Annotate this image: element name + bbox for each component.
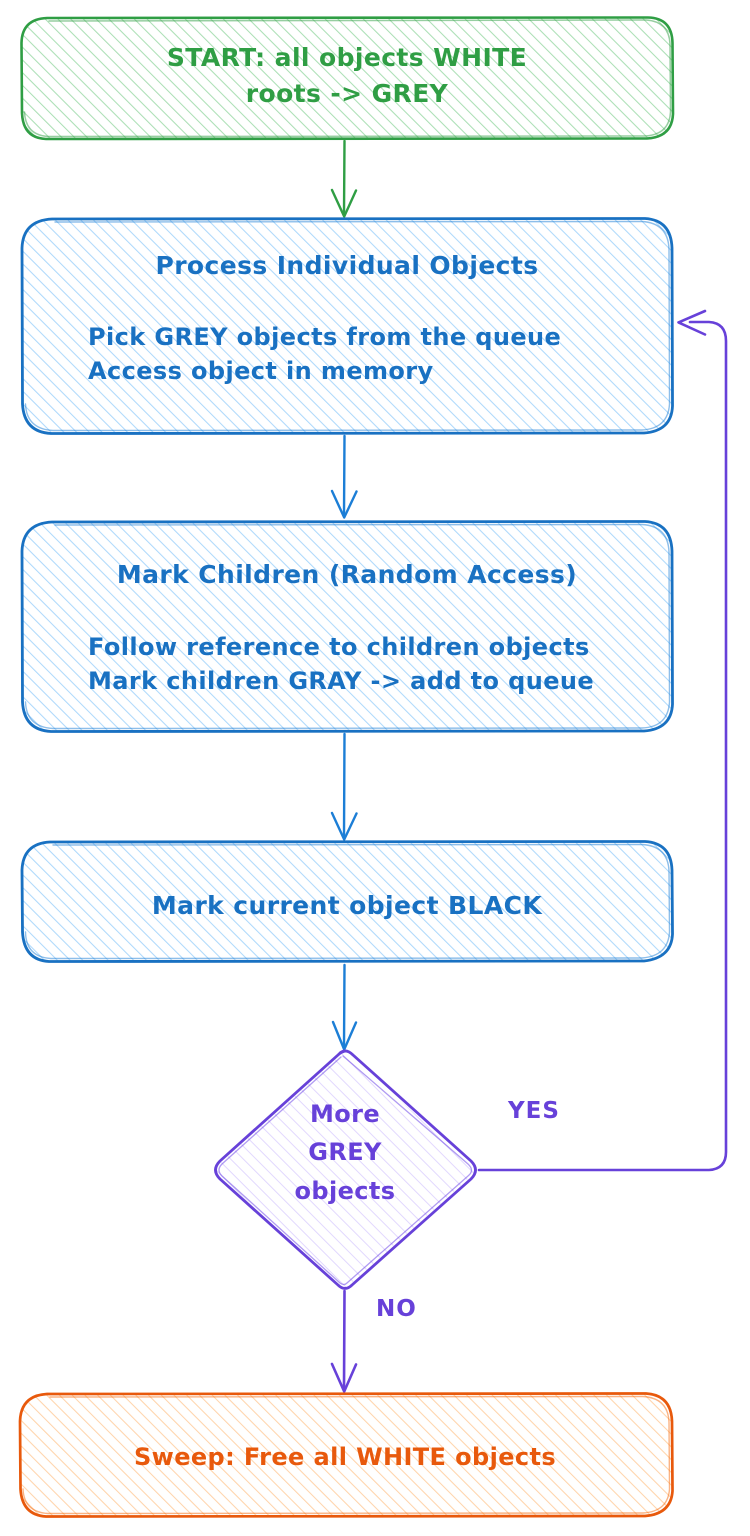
edge-mark-black-to-decision xyxy=(331,963,358,1051)
node-mark-children[interactable] xyxy=(20,520,674,733)
edge-process-to-mark-children xyxy=(330,434,358,519)
edge-no-to-sweep xyxy=(330,1289,358,1393)
edge-yes-loop xyxy=(477,309,728,1172)
node-mark-black[interactable] xyxy=(20,840,674,963)
edge-start-to-process xyxy=(330,139,358,218)
node-process[interactable] xyxy=(20,217,674,435)
node-sweep[interactable] xyxy=(18,1392,674,1518)
node-decision[interactable] xyxy=(213,1049,478,1290)
edge-mark-children-to-mark-black xyxy=(330,732,358,841)
node-start[interactable] xyxy=(20,16,675,141)
